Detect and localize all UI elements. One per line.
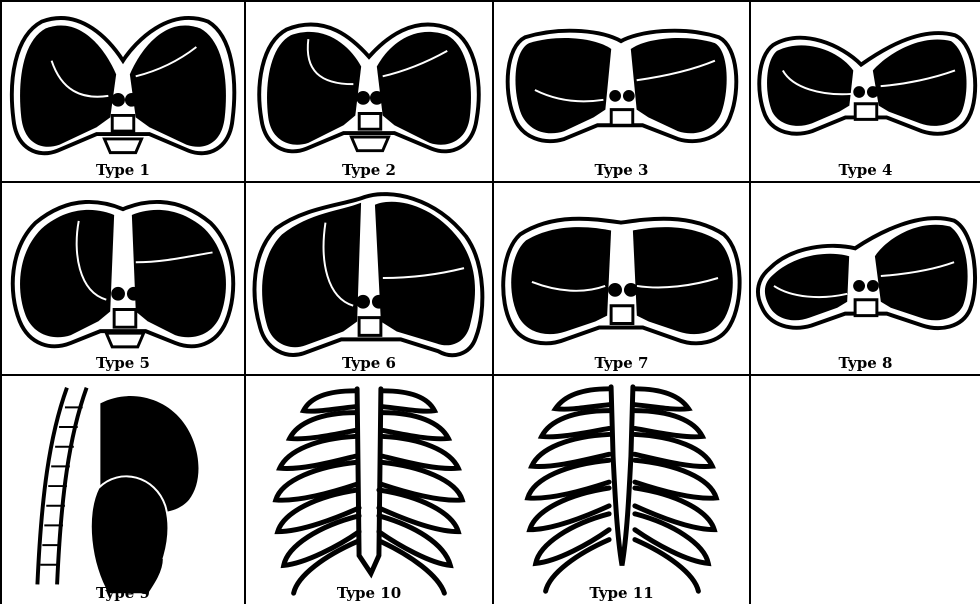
panel-label: Type 5	[2, 354, 244, 372]
panel-label: Type 4	[751, 161, 980, 179]
empty-cell	[751, 376, 980, 604]
rib-cage-drawing-type-10	[246, 376, 492, 604]
panel-type-3: Type 3	[494, 0, 751, 183]
axial-chest-drawing-type-6	[246, 183, 492, 374]
panel-label: Type 2	[246, 161, 492, 179]
axial-chest-drawing-type-1	[2, 2, 244, 181]
panel-label: Type 11	[494, 584, 749, 602]
panel-label: Type 8	[751, 354, 980, 372]
panel-label: Type 9	[2, 584, 244, 602]
panel-type-8: Type 8	[751, 183, 980, 376]
axial-chest-drawing-type-4	[751, 2, 980, 181]
panel-type-11: Type 11	[494, 376, 751, 604]
panel-type-6: Type 6	[246, 183, 494, 376]
panel-label: Type 1	[2, 161, 244, 179]
axial-chest-drawing-type-7	[494, 183, 749, 374]
panel-type-5: Type 5	[0, 183, 246, 376]
axial-chest-drawing-type-8	[751, 183, 980, 374]
panel-type-1: Type 1	[0, 0, 246, 183]
panel-label: Type 3	[494, 161, 749, 179]
panel-type-2: Type 2	[246, 0, 494, 183]
panel-label: Type 6	[246, 354, 492, 372]
axial-chest-drawing-type-3	[494, 2, 749, 181]
sagittal-chest-drawing-type-9	[2, 376, 244, 604]
axial-chest-drawing-type-2	[246, 2, 492, 181]
panel-type-4: Type 4	[751, 0, 980, 183]
panel-type-9: Type 9	[0, 376, 246, 604]
panel-label: Type 7	[494, 354, 749, 372]
axial-chest-drawing-type-5	[2, 183, 244, 374]
panel-label: Type 10	[246, 584, 492, 602]
panel-type-7: Type 7	[494, 183, 751, 376]
panel-type-10: Type 10	[246, 376, 494, 604]
rib-cage-drawing-type-11	[494, 376, 749, 604]
